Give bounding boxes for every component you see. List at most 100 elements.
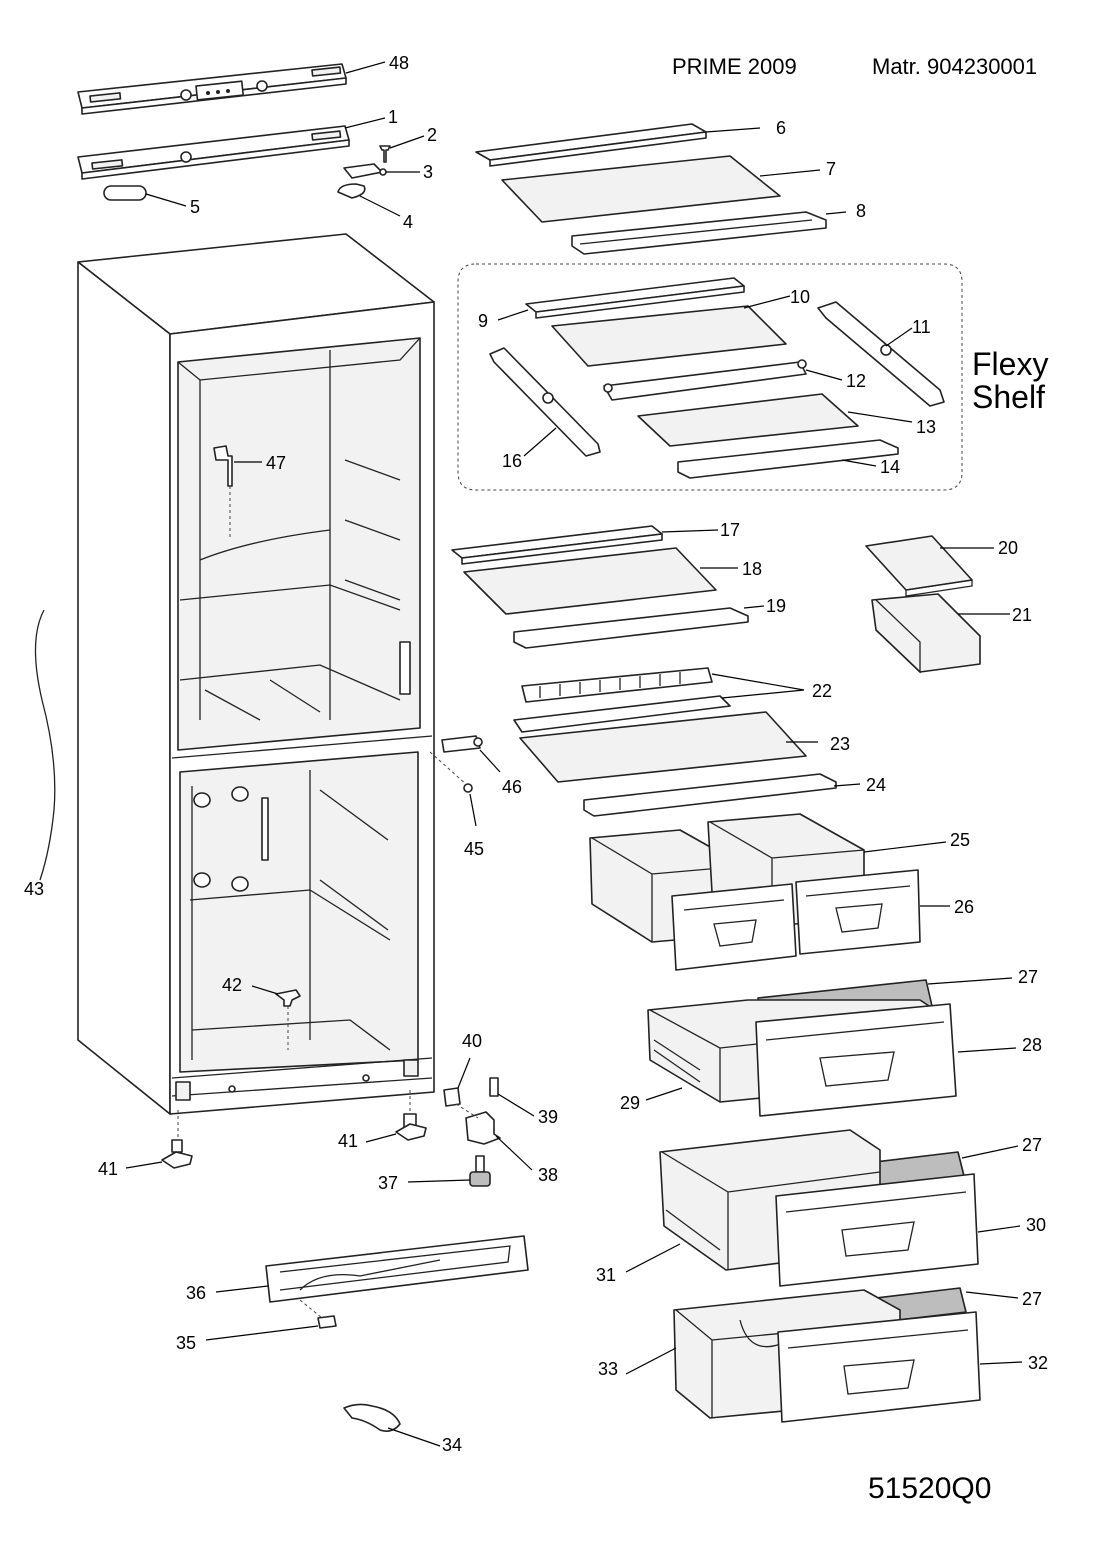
part-label: 29: [620, 1093, 641, 1113]
part-label: 46: [502, 777, 523, 797]
part-48-control-panel: [77, 61, 386, 115]
part-label: 41: [338, 1131, 359, 1151]
part-label: 39: [538, 1107, 559, 1127]
part-17-shelf-rear-trim: [451, 525, 719, 565]
part-label: 24: [866, 775, 887, 795]
part-label: 16: [502, 451, 523, 471]
part-18-glass-shelf: [463, 547, 738, 615]
part-label: 41: [98, 1159, 119, 1179]
part-label: 6: [776, 118, 787, 138]
part-47-hinge-pin: [213, 445, 262, 540]
flexy-shelf-group: [457, 263, 963, 491]
part-39-pin: [489, 1077, 535, 1117]
part-9-rear-trim: [497, 277, 745, 321]
part-22-rear-trims: [513, 667, 805, 733]
part-46-hinge: [429, 735, 501, 787]
part-label: 12: [846, 371, 867, 391]
part-1-top-panel: [77, 117, 386, 180]
part-28-drawer-front: [755, 1003, 1017, 1117]
part-6-shelf-rear-trim: [475, 123, 761, 167]
part-16-rail-left: [489, 347, 601, 457]
flexy-shelf-title: Flexy Shelf: [972, 348, 1048, 414]
part-40-pad: [443, 1057, 471, 1107]
part-26-crisper-fronts: [671, 869, 950, 971]
part-3-bracket: [343, 163, 420, 179]
part-label: 31: [596, 1265, 617, 1285]
part-label: 35: [176, 1333, 197, 1353]
part-label: 9: [478, 311, 489, 331]
part-21-box: [871, 593, 1010, 674]
part-label: 1: [388, 107, 399, 127]
part-label: 8: [856, 201, 867, 221]
part-label: 25: [950, 830, 971, 850]
part-label: 14: [880, 457, 901, 477]
part-45-bushing: [463, 783, 477, 827]
part-32-drawer-front: [777, 1311, 1023, 1423]
part-14-front-trim: [677, 439, 899, 479]
part-19-shelf-front-trim: [513, 605, 765, 649]
part-38-hinge-bracket: [455, 1103, 533, 1171]
part-label: 30: [1026, 1215, 1047, 1235]
part-37-adjuster: [407, 1155, 491, 1187]
part-10-glass: [551, 295, 791, 367]
part-20-lid: [865, 535, 994, 597]
drawing-code: 51520Q0: [868, 1472, 992, 1505]
part-label: 37: [378, 1173, 399, 1193]
part-label: 43: [24, 879, 45, 899]
part-label: 5: [190, 197, 201, 217]
part-label: 40: [462, 1031, 483, 1051]
part-label: 48: [389, 53, 410, 73]
part-label: 20: [998, 538, 1019, 558]
part-label: 42: [222, 975, 243, 995]
part-label: 2: [427, 125, 438, 145]
part-30-drawer-front: [775, 1173, 1021, 1287]
part-23-glass-shelf: [519, 711, 818, 783]
part-label: 23: [830, 734, 851, 754]
part-42-drain-plug: [251, 985, 301, 1050]
part-label: 28: [1022, 1035, 1043, 1055]
part-label: 22: [812, 681, 833, 701]
part-label: 34: [442, 1435, 463, 1455]
part-label: 11: [912, 317, 931, 337]
part-43-gasket: [34, 609, 56, 881]
part-41-foot-right: [365, 1090, 427, 1143]
part-12-support: [603, 359, 843, 401]
part-4-cover: [337, 183, 401, 217]
part-label: 4: [403, 212, 414, 232]
fridge-cabinet: [77, 233, 435, 1115]
part-label: 27: [1022, 1289, 1043, 1309]
matricula-number: Matr. 904230001: [872, 54, 1038, 79]
part-41-foot-left: [125, 1110, 193, 1169]
part-label: 17: [720, 520, 741, 540]
model-name: PRIME 2009: [672, 54, 797, 79]
part-11-rail-right: [817, 301, 945, 407]
part-5-cover: [103, 185, 187, 207]
part-label: 3: [423, 162, 434, 182]
flexy-shelf-title-line2: Shelf: [972, 379, 1045, 415]
part-label: 26: [954, 897, 975, 917]
part-label: 10: [790, 287, 811, 307]
part-13-glass: [637, 393, 913, 447]
part-8-shelf-front-trim: [571, 211, 847, 255]
part-label: 45: [464, 839, 485, 859]
part-label: 13: [916, 417, 937, 437]
flexy-shelf-title-line1: Flexy: [972, 346, 1049, 382]
part-label: 18: [742, 559, 763, 579]
part-34-spacer: [343, 1403, 441, 1447]
part-7-glass-shelf: [501, 155, 821, 223]
part-2-screw: [379, 135, 425, 163]
part-label: 27: [1022, 1135, 1043, 1155]
part-label: 47: [266, 453, 287, 473]
part-label: 19: [766, 596, 787, 616]
part-label: 32: [1028, 1353, 1049, 1373]
part-35-clip: [205, 1299, 337, 1341]
part-label: 33: [598, 1359, 619, 1379]
part-label: 38: [538, 1165, 559, 1185]
part-label: 7: [826, 159, 837, 179]
part-label: 21: [1012, 605, 1033, 625]
part-label: 27: [1018, 967, 1039, 987]
part-36-base-cover: [215, 1235, 529, 1303]
part-24-shelf-front-trim: [583, 773, 861, 817]
part-label: 36: [186, 1283, 207, 1303]
